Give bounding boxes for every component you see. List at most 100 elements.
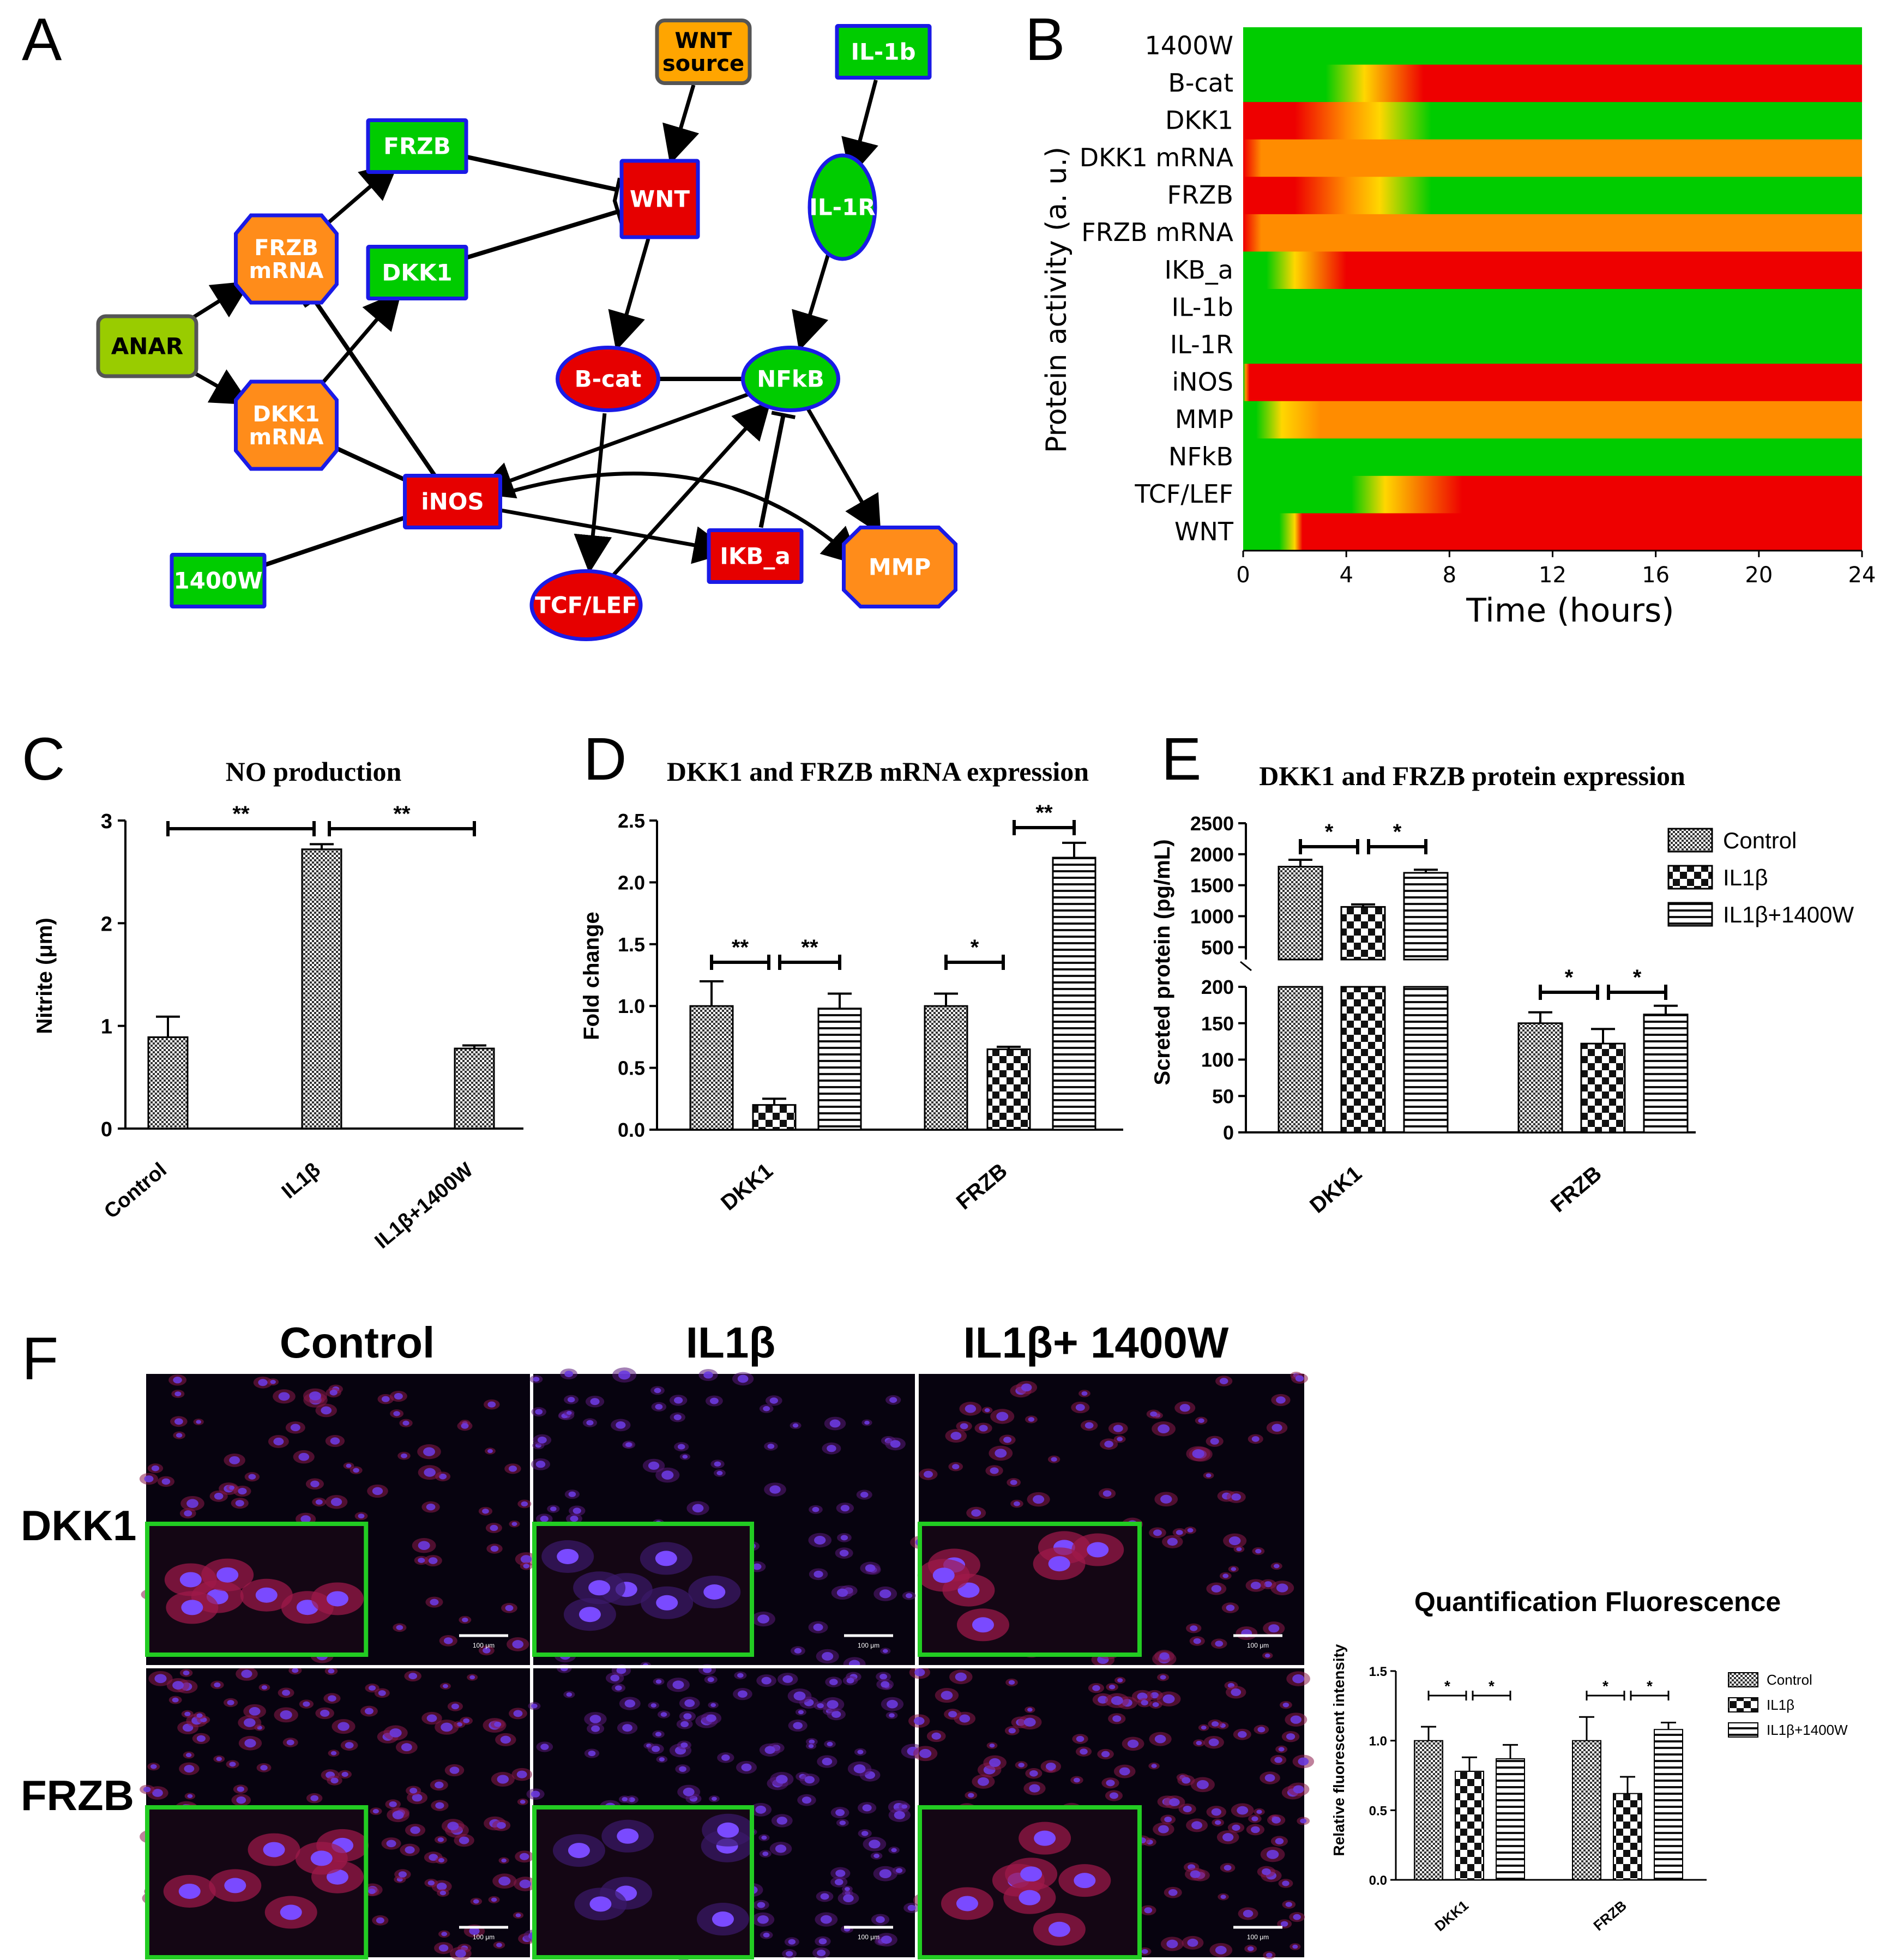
cell-nucleus (540, 1744, 549, 1750)
e-y-tick-label: 150 (1201, 1012, 1234, 1035)
cell-nucleus (1076, 1735, 1084, 1742)
cell-nucleus (1008, 1680, 1015, 1685)
c-y-tick-label: 1 (101, 1016, 112, 1039)
cell-nucleus (831, 1710, 841, 1718)
cell-nucleus (438, 1858, 444, 1863)
heatmap-tick-label: 20 (1745, 563, 1773, 588)
cell-nucleus (960, 1423, 968, 1430)
cell-nucleus (864, 1420, 870, 1425)
f-legend-swatch-il1-1400w (1728, 1722, 1758, 1738)
heatmap-row-label: TCF/LEF (1134, 479, 1233, 509)
node-label: MMP (869, 554, 931, 581)
node-b-cat: B-cat (556, 346, 660, 412)
cell-nucleus (1192, 1449, 1204, 1458)
cell-nucleus (876, 1916, 885, 1923)
cell-nucleus (1215, 1641, 1224, 1647)
cell-nucleus (905, 1593, 913, 1599)
cell-nucleus (1211, 1585, 1222, 1593)
cell-nucleus (1276, 1396, 1286, 1404)
cell-nucleus (769, 1485, 781, 1494)
cell-nucleus (196, 1713, 203, 1718)
cell-nucleus (410, 1826, 420, 1834)
cell-nucleus (290, 1424, 300, 1432)
heatmap-row-mmp (1243, 401, 1862, 439)
cell-nucleus (409, 1788, 418, 1794)
e-bar-frzb-il1-1400w (1643, 1014, 1689, 1133)
cell-nucleus (566, 1410, 572, 1415)
cell-nucleus (270, 1379, 276, 1384)
cell-nucleus (512, 1640, 524, 1649)
significance-label: * (1393, 820, 1402, 844)
panel-label-b: B (1025, 6, 1065, 73)
inset-nucleus (617, 1828, 639, 1844)
cell-nucleus (368, 1889, 376, 1895)
cell-nucleus (235, 1500, 244, 1507)
cell-nucleus (1224, 1865, 1232, 1871)
cell-nucleus (798, 1710, 804, 1715)
significance-label: ** (801, 936, 818, 960)
cell-nucleus (1151, 1764, 1157, 1768)
node-shape (366, 245, 468, 300)
cell-nucleus (813, 1624, 823, 1631)
micrograph-dkk1-il1-1400w: 100 μm (910, 1371, 1308, 1667)
inset-nucleus (1020, 1866, 1043, 1882)
inset-nucleus (957, 1582, 980, 1598)
inset-nucleus (655, 1551, 677, 1566)
node-label: DKK1 (252, 402, 320, 427)
significance-label: * (971, 936, 979, 960)
cell-nucleus (372, 1808, 379, 1814)
e-y-tick-label: 500 (1201, 936, 1234, 958)
cell-nucleus (844, 1887, 850, 1891)
cell-nucleus (286, 1739, 294, 1746)
inset-nucleus (224, 1878, 246, 1893)
cell-nucleus (839, 1820, 846, 1825)
heatmap-tick-label: 24 (1848, 563, 1876, 588)
inset-frame (532, 1805, 754, 1959)
cell-nucleus (660, 1712, 667, 1717)
cell-nucleus (491, 1897, 497, 1902)
cell-nucleus (540, 1516, 549, 1522)
cell-nucleus (1211, 1808, 1221, 1816)
cell-nucleus (896, 1868, 903, 1873)
cell-nucleus (692, 1504, 704, 1513)
node-label: mRNA (249, 258, 324, 284)
cell-nucleus (1008, 1728, 1016, 1734)
d-y-tick-label: 2.0 (618, 871, 645, 894)
cell-nucleus (1108, 1685, 1116, 1690)
cell-nucleus (244, 1739, 256, 1748)
cell-nucleus (154, 1674, 167, 1684)
cell-nucleus (386, 1840, 396, 1848)
cell-nucleus (1158, 1424, 1170, 1433)
node-shape (170, 553, 267, 608)
cell-nucleus (1152, 1702, 1159, 1707)
cell-nucleus (1293, 1785, 1304, 1794)
node-label: 1400W (173, 568, 262, 594)
cell-nucleus (710, 1703, 716, 1708)
cell-nucleus (1014, 1501, 1020, 1506)
micrograph-grid: Control IL1β IL1β+ 1400W DKK1 FRZB 100 μ… (21, 1318, 1315, 1960)
cell-nucleus (1106, 1780, 1115, 1787)
inset-nucleus (557, 1548, 579, 1564)
cell-nucleus (298, 1452, 310, 1461)
cell-nucleus (186, 1499, 198, 1508)
cell-nucleus (300, 1515, 311, 1523)
cell-nucleus (1045, 1762, 1056, 1771)
micrograph-frzb-control: 100 μm (140, 1666, 537, 1960)
chart-protein-expression: DKK1 and FRZB protein expression Screted… (1150, 761, 1854, 1218)
f-bar-frzb-control (1572, 1740, 1601, 1881)
cell-nucleus (650, 1703, 656, 1708)
cell-nucleus (590, 1398, 600, 1406)
heatmap-xlabel: Time (hours) (1466, 592, 1674, 630)
cell-nucleus (1101, 1751, 1110, 1758)
cell-nucleus (260, 1765, 268, 1771)
c-x-tick-label: IL1β (278, 1159, 325, 1203)
node-dkk1: DKK1 (366, 245, 468, 300)
inset-nucleus (1048, 1556, 1070, 1572)
cell-nucleus (161, 1478, 171, 1485)
node-shape (707, 528, 804, 584)
f-significance-label: * (1444, 1678, 1450, 1694)
inset-nucleus (310, 1850, 333, 1866)
cell-nucleus (519, 1879, 531, 1889)
cell-nucleus (817, 1949, 826, 1957)
